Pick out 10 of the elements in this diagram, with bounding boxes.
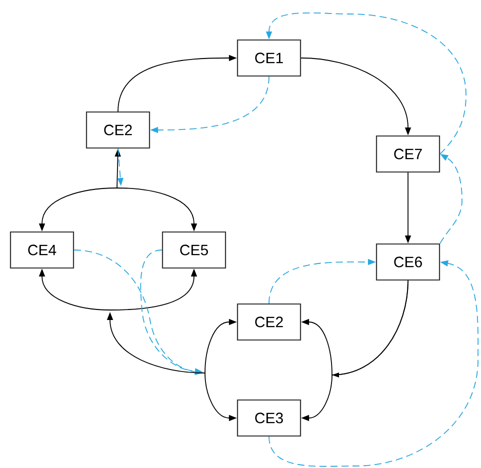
process-box: CE5 <box>162 231 226 269</box>
process-box: CE2 <box>86 111 150 149</box>
process-box: CE6 <box>376 243 440 281</box>
process-box: CE7 <box>376 135 440 173</box>
process-box: CE4 <box>10 231 74 269</box>
arrow <box>268 260 478 467</box>
process-box: CE2 <box>236 303 302 341</box>
arrow <box>440 154 462 244</box>
process-box: CE3 <box>236 399 302 437</box>
process-box: CE1 <box>236 39 302 77</box>
